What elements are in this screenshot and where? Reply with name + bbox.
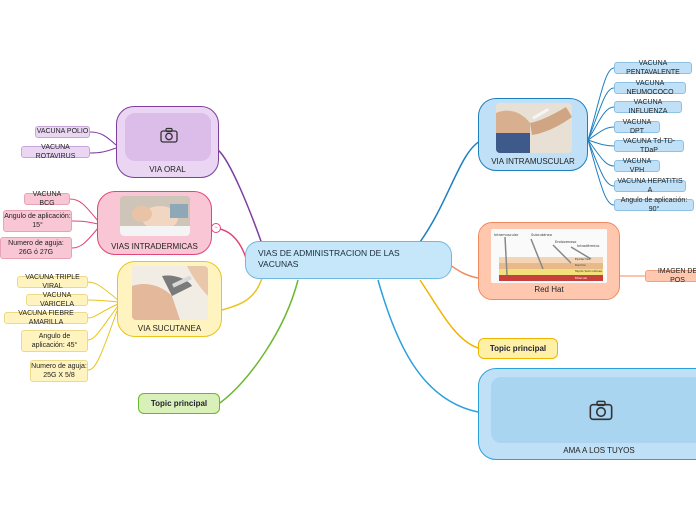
subcutanea-child-angulo[interactable]: Angulo de aplicación: 45° bbox=[21, 330, 88, 352]
link-ama bbox=[377, 279, 479, 413]
via-oral-node[interactable]: VIA ORAL bbox=[116, 106, 219, 178]
intramuscular-injection-photo bbox=[496, 103, 572, 153]
via-intradermica-label: VIAS INTRADERMICAS bbox=[111, 242, 198, 251]
intramuscular-child-pentavalente[interactable]: VACUNA PENTAVALENTE bbox=[614, 60, 692, 76]
intramuscular-child-hepatitis-a[interactable]: VACUNA HEPATITIS A bbox=[614, 178, 686, 194]
image-label-intradermico: Intradérmico bbox=[577, 244, 599, 248]
oral-child-polio[interactable]: VACUNA POLIO bbox=[35, 126, 90, 138]
image-label-musculo: Músculo bbox=[575, 276, 587, 280]
ama-label: AMA A LOS TUYOS bbox=[563, 446, 635, 455]
ama-node[interactable]: AMA A LOS TUYOS bbox=[478, 368, 696, 460]
collapse-toggle[interactable]: − bbox=[211, 223, 221, 233]
image-label-epidermis: Epidermis bbox=[575, 257, 590, 261]
intradermica-child-aguja[interactable]: Numero de aguja: 26G ó 27G bbox=[0, 237, 72, 259]
via-intramuscular-label: VIA INTRAMUSCULAR bbox=[491, 157, 575, 166]
intradermica-child-angulo[interactable]: Angulo de aplicación: 15° bbox=[3, 210, 72, 232]
image-placeholder bbox=[125, 113, 211, 161]
subcutaneous-injection-photo bbox=[132, 266, 208, 320]
intramuscular-child-vph[interactable]: VACUNA VPH bbox=[614, 158, 660, 174]
red-hat-label: Red Hat bbox=[534, 285, 564, 294]
image-label-tejido: Tejido Subcutáneo bbox=[574, 269, 603, 273]
intramuscular-child-neumococo[interactable]: VACUNA NEUMOCOCO bbox=[614, 80, 686, 96]
via-oral-label: VIA ORAL bbox=[149, 165, 186, 174]
image-placeholder bbox=[491, 377, 696, 443]
oral-child-rotavirus[interactable]: VACUNA ROTAVIRUS bbox=[21, 144, 90, 160]
intramuscular-child-angulo[interactable]: Angulo de aplicación: 90° bbox=[614, 197, 694, 213]
via-subcutanea-node[interactable]: VIA SUCUTANEA bbox=[117, 261, 222, 337]
subcutanea-child-aguja[interactable]: Numero de aguja: 25G X 5/8 bbox=[30, 360, 88, 382]
image-label-endovenoso: Endovenoso bbox=[555, 240, 576, 244]
via-subcutanea-label: VIA SUCUTANEA bbox=[137, 324, 202, 333]
link-subcutanea bbox=[221, 277, 263, 311]
red-hat-child-imagen[interactable]: IMAGEN DE POS bbox=[645, 268, 696, 284]
link-topic-left bbox=[219, 279, 299, 404]
camera-icon bbox=[589, 400, 613, 421]
link-topic-right bbox=[419, 279, 479, 349]
via-intradermica-node[interactable]: VIAS INTRADERMICAS bbox=[97, 191, 212, 255]
subcutanea-child-fiebre-amarilla[interactable]: VACUNA FIEBRE AMARILLA bbox=[4, 310, 88, 326]
intramuscular-child-dpt[interactable]: VACUNA DPT bbox=[614, 119, 660, 135]
camera-icon bbox=[160, 127, 178, 143]
topic-principal-right[interactable]: Topic principal bbox=[478, 338, 558, 359]
injection-routes-diagram-image: Intramuscular Subcutáneo Endovenoso Intr… bbox=[491, 229, 607, 283]
subcutanea-child-triple-viral[interactable]: VACUNA TRIPLE VIRAL bbox=[17, 274, 88, 290]
intramuscular-child-td[interactable]: VACUNA Td-TD-TDaP bbox=[614, 138, 684, 154]
image-label-dermis: Dermis bbox=[575, 263, 586, 267]
red-hat-node[interactable]: Intramuscular Subcutáneo Endovenoso Intr… bbox=[478, 222, 620, 300]
image-label-intramuscular: Intramuscular bbox=[494, 233, 519, 237]
central-topic[interactable]: VIAS DE ADMINISTRACION DE LAS VACUNAS bbox=[245, 241, 452, 279]
baby-vaccine-photo bbox=[120, 196, 190, 236]
link-intramuscular bbox=[419, 139, 483, 243]
topic-principal-left[interactable]: Topic principal bbox=[138, 393, 220, 414]
via-intramuscular-node[interactable]: VIA INTRAMUSCULAR bbox=[478, 98, 588, 171]
subcutanea-child-varicela[interactable]: VACUNA VARICELA bbox=[26, 292, 88, 308]
image-label-subcutaneo: Subcutáneo bbox=[531, 233, 552, 237]
intramuscular-child-influenza[interactable]: VACUNA INFLUENZA bbox=[614, 99, 682, 115]
intradermica-child-bcg[interactable]: VACUNA BCG bbox=[24, 191, 70, 207]
link-oral bbox=[217, 149, 263, 245]
